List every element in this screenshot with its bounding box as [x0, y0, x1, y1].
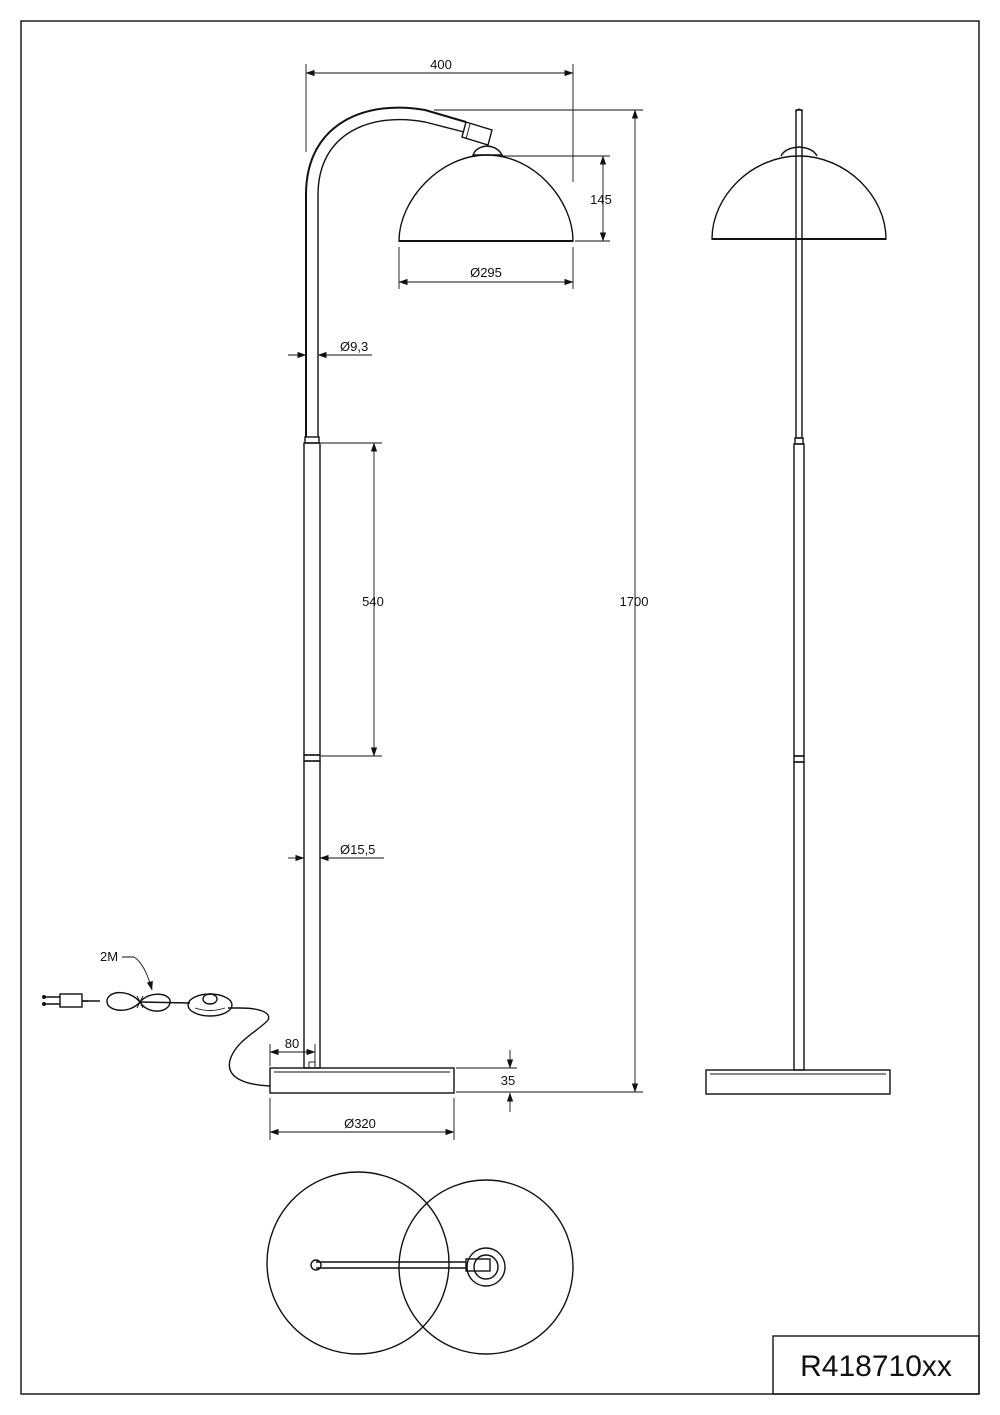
front-view	[705, 108, 891, 1095]
foot-switch	[187, 993, 233, 1017]
middle-tube	[303, 442, 321, 756]
dim-arc-width: 400	[305, 57, 574, 182]
dim-tube-length: 540	[321, 442, 384, 757]
front-lamp-shade	[711, 155, 887, 240]
model-number: R418710xx	[800, 1350, 952, 1383]
dim-upper-tube-diameter: Ø9,3	[288, 339, 372, 359]
dim-base-offset-label: 80	[285, 1036, 299, 1051]
dim-shade-diameter: Ø295	[398, 247, 574, 289]
shade-connector	[461, 121, 493, 146]
lower-tube	[303, 760, 321, 1069]
top-view-base-circle	[266, 1171, 450, 1355]
dim-base-diameter: Ø320	[269, 1098, 455, 1140]
cable-length-callout: 2M	[100, 949, 153, 991]
dim-shade-diameter-label: Ø295	[470, 265, 502, 280]
dim-base-diameter-label: Ø320	[344, 1116, 376, 1131]
cable-length-label: 2M	[100, 949, 118, 964]
lamp-shade	[398, 154, 574, 242]
title-block: R418710xx	[772, 1335, 980, 1395]
side-view: 400 145 Ø295 Ø9,3 540	[42, 57, 648, 1140]
dim-base-offset: 80	[269, 1036, 316, 1066]
dim-total-height: 1700	[434, 109, 649, 1093]
power-plug	[42, 993, 88, 1008]
top-view	[266, 1171, 574, 1355]
dim-arc-width-label: 400	[430, 57, 452, 72]
dim-shade-height-label: 145	[590, 192, 612, 207]
dim-shade-height: 145	[502, 155, 612, 242]
dim-base-height-label: 35	[501, 1073, 515, 1088]
power-cable	[82, 991, 271, 1087]
page-frame	[20, 20, 980, 1395]
dim-base-height: 35	[456, 1050, 517, 1112]
tube-joint-upper	[304, 436, 320, 444]
tube-joint-lower	[303, 754, 321, 762]
dim-lower-tube-diameter-label: Ø15,5	[340, 842, 375, 857]
shade-cap	[471, 145, 504, 156]
dim-upper-tube-diameter-label: Ø9,3	[340, 339, 368, 354]
top-view-shade-circle	[398, 1179, 574, 1355]
arc-tube	[305, 106, 467, 437]
dim-lower-tube-diameter: Ø15,5	[288, 842, 384, 862]
lamp-base	[269, 1067, 455, 1094]
front-lamp-base	[705, 1069, 891, 1095]
dim-total-height-label: 1700	[620, 594, 649, 609]
dim-tube-length-label: 540	[362, 594, 384, 609]
